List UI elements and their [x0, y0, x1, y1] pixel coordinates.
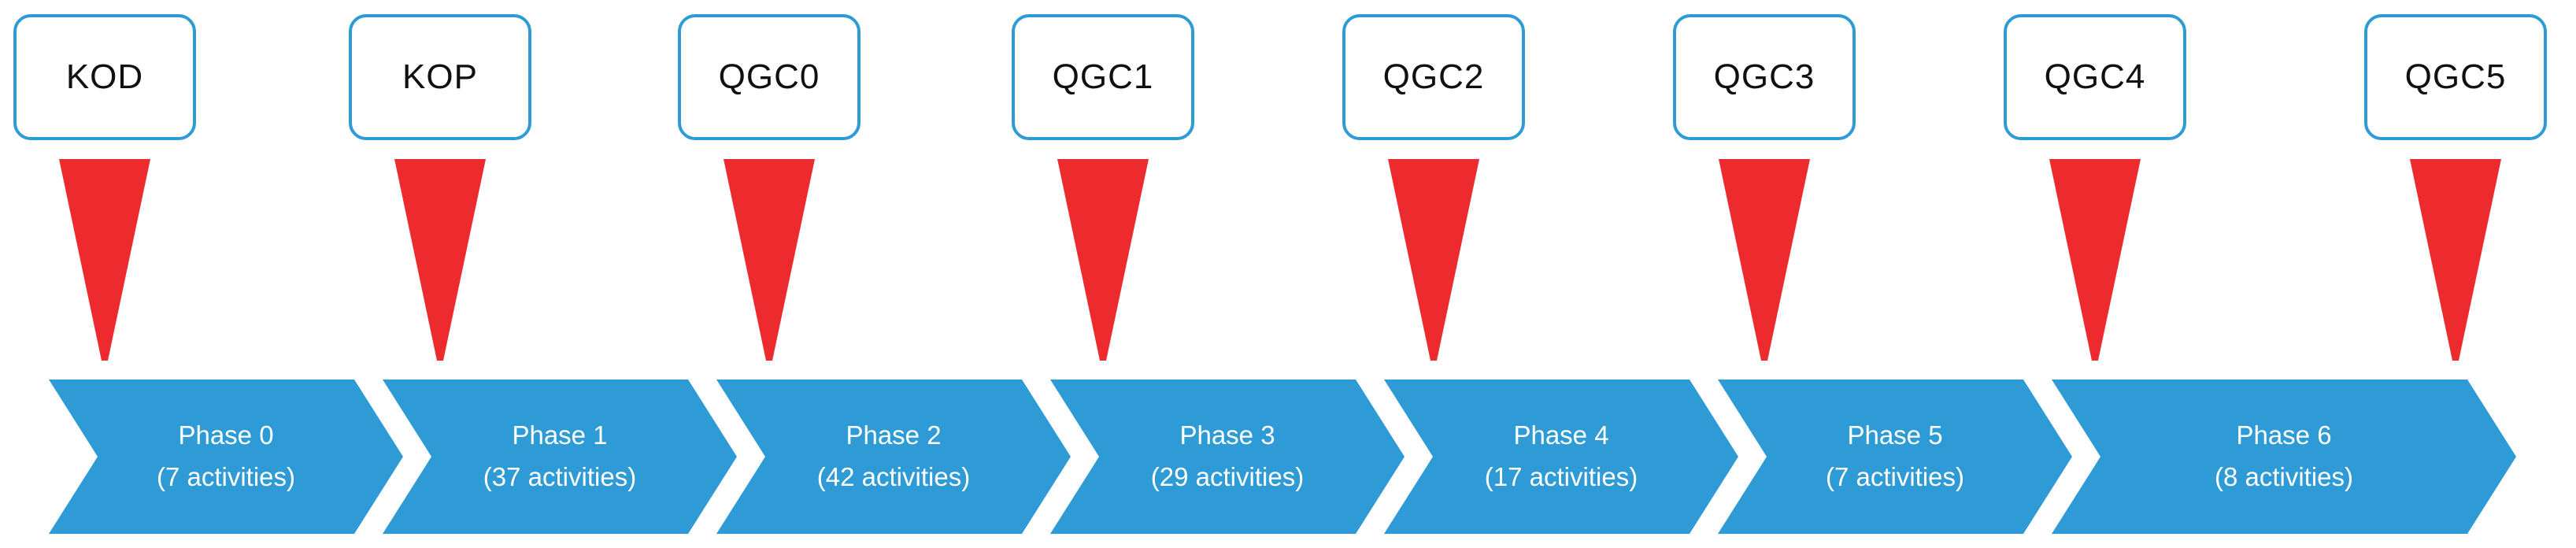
phase-chevron-0[interactable]: Phase 0 (7 activities): [49, 380, 403, 534]
phase-chevron-6[interactable]: Phase 6 (8 activities): [2052, 380, 2516, 534]
milestone-label: QGC3: [1713, 57, 1815, 96]
phase-title: Phase 2: [846, 420, 942, 450]
milestone-box-kod[interactable]: KOD: [13, 14, 196, 140]
red-down-arrow-icon: [724, 159, 815, 361]
milestone-label: QGC1: [1052, 57, 1154, 96]
phase-title: Phase 6: [2236, 420, 2332, 450]
phase-chevron-5[interactable]: Phase 5 (7 activities): [1718, 380, 2072, 534]
phase-activity-count: (42 activities): [816, 462, 971, 491]
phase-title: Phase 1: [512, 420, 608, 450]
milestone-box-qgc3[interactable]: QGC3: [1673, 14, 1856, 140]
phase-title: Phase 3: [1179, 420, 1275, 450]
phase-chevron-1[interactable]: Phase 1 (37 activities): [383, 380, 737, 534]
milestone-box-kop[interactable]: KOP: [349, 14, 531, 140]
milestone-label: QGC4: [2044, 57, 2146, 96]
phase-activity-count: (37 activities): [483, 462, 637, 491]
phase-chevron-2[interactable]: Phase 2 (42 activities): [716, 380, 1071, 534]
milestone-label: QGC5: [2404, 57, 2507, 96]
red-down-arrow-icon: [2049, 159, 2141, 361]
phase-title: Phase 4: [1513, 420, 1609, 450]
red-down-arrow-icon: [1057, 159, 1149, 361]
milestone-label: QGC2: [1382, 57, 1485, 96]
milestone-box-qgc5[interactable]: QGC5: [2364, 14, 2547, 140]
milestone-box-qgc1[interactable]: QGC1: [1012, 14, 1194, 140]
red-down-arrow-icon: [1719, 159, 1810, 361]
phase-activity-count: (17 activities): [1484, 462, 1638, 491]
phase-title: Phase 0: [178, 420, 274, 450]
phase-activity-count: (7 activities): [156, 462, 296, 491]
phase-activity-count: (29 activities): [1150, 462, 1305, 491]
milestone-label: QGC0: [718, 57, 820, 96]
red-down-arrow-icon: [2410, 159, 2501, 361]
phase-title: Phase 5: [1847, 420, 1943, 450]
phase-chevron-4[interactable]: Phase 4 (17 activities): [1384, 380, 1738, 534]
red-down-arrow-icon: [394, 159, 486, 361]
milestone-label: KOP: [402, 57, 478, 96]
phase-activity-count: (7 activities): [1825, 462, 1965, 491]
phase-band: Phase 0 (7 activities) Phase 1 (37 activiti…: [0, 380, 2576, 537]
phase-chevron-3[interactable]: Phase 3 (29 activities): [1050, 380, 1405, 534]
red-down-arrow-icon: [59, 159, 150, 361]
milestone-box-qgc2[interactable]: QGC2: [1342, 14, 1525, 140]
phase-activity-count: (8 activities): [2214, 462, 2354, 491]
milestone-label: KOD: [65, 57, 144, 96]
red-down-arrow-icon: [1388, 159, 1479, 361]
milestone-box-qgc4[interactable]: QGC4: [2004, 14, 2186, 140]
milestone-box-qgc0[interactable]: QGC0: [678, 14, 861, 140]
